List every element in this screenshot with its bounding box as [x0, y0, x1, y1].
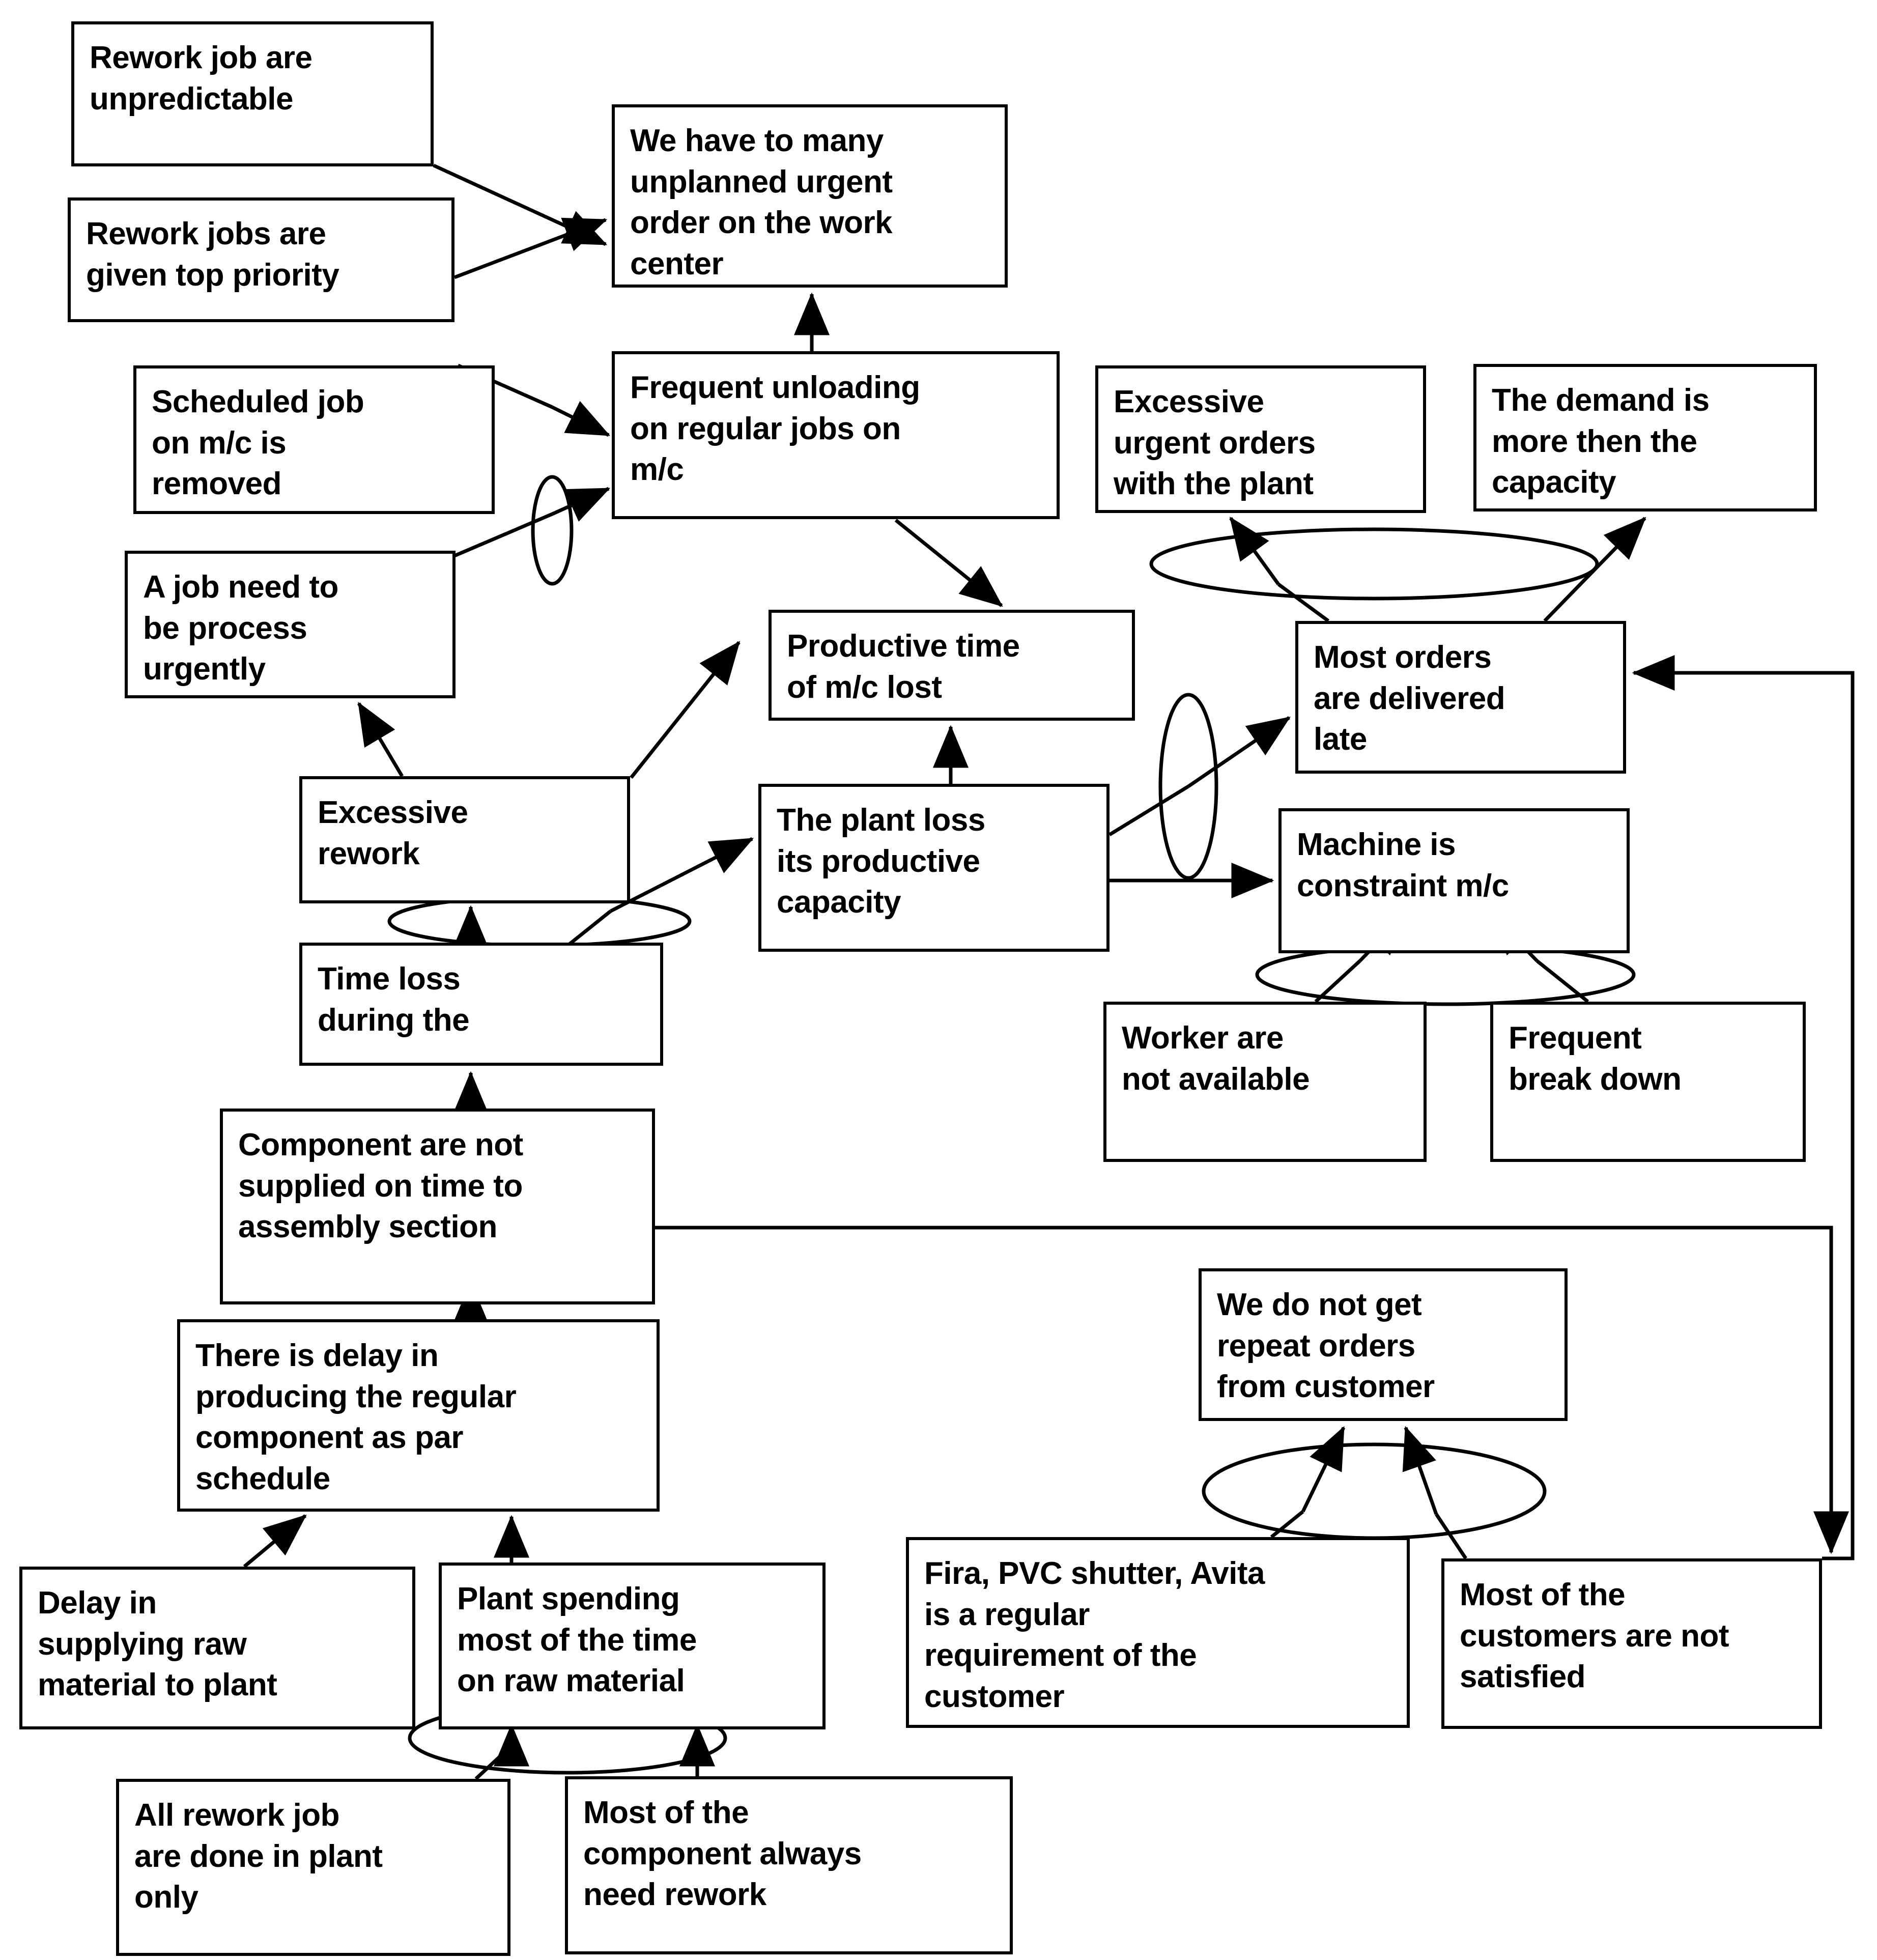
node-delay-producing-regular[interactable]: There is delay in producing the regular …	[177, 1319, 660, 1512]
edge-most-orders-to-ellipse-right	[1543, 583, 1582, 622]
edge-delay-raw-to-delay-producing	[243, 1514, 307, 1568]
edge-rework-unpredictable-to-unplanned	[433, 163, 608, 246]
node-label: Productive time of m/c lost	[787, 629, 1020, 705]
edge-excessive-rework-to-job-urgent	[357, 701, 404, 777]
node-component-not-supplied[interactable]: Component are not supplied on time to as…	[220, 1109, 655, 1304]
node-customers-not-satisfied[interactable]: Most of the customers are not satisfied	[1441, 1558, 1822, 1729]
node-scheduled-job-removed[interactable]: Scheduled job on m/c is removed	[133, 365, 495, 514]
edge-ellipse-to-plant-loss	[610, 837, 754, 913]
node-excessive-urgent-orders[interactable]: Excessive urgent orders with the plant	[1095, 365, 1426, 513]
node-excessive-rework[interactable]: Excessive rework	[299, 776, 630, 903]
node-rework-top-priority[interactable]: Rework jobs are given top priority	[68, 197, 454, 322]
node-label: Machine is constraint m/c	[1297, 827, 1509, 903]
edge-plant-loss-to-ellipse-top	[1108, 785, 1189, 836]
node-label: Worker are not available	[1122, 1020, 1310, 1097]
and-connector-unloading	[531, 475, 574, 586]
node-label: Component are not supplied on time to as…	[238, 1127, 523, 1245]
node-we-do-not-get-repeat[interactable]: We do not get repeat orders from custome…	[1199, 1268, 1568, 1421]
node-fira-pvc-shutter[interactable]: Fira, PVC shutter, Avita is a regular re…	[906, 1537, 1410, 1728]
node-frequent-unloading[interactable]: Frequent unloading on regular jobs on m/…	[612, 351, 1060, 519]
edge-ellipse-to-unloading-top	[551, 401, 611, 437]
node-label: Rework jobs are given top priority	[86, 216, 339, 293]
node-label: A job need to be process urgently	[143, 570, 338, 687]
edge-breakdown-to-ellipse	[1535, 959, 1589, 1003]
edge-ellipse-to-most-orders-late	[1187, 716, 1291, 788]
node-delay-supplying-raw[interactable]: Delay in supplying raw material to plant	[19, 1567, 415, 1729]
edge-fira-to-ellipse	[1270, 1510, 1304, 1539]
node-label: Rework job are unpredictable	[90, 40, 312, 117]
node-component-need-rework[interactable]: Most of the component always need rework	[565, 1776, 1013, 1954]
node-label: Time loss during the	[318, 961, 470, 1038]
and-connector-rework	[387, 895, 692, 948]
node-productive-time-lost[interactable]: Productive time of m/c lost	[769, 610, 1135, 721]
edge-worker-to-ellipse	[1314, 959, 1361, 1003]
node-time-loss-during[interactable]: Time loss during the	[299, 943, 663, 1066]
node-label: Delay in supplying raw material to plant	[38, 1585, 277, 1703]
node-label: We have to many unplanned urgent order o…	[630, 123, 893, 281]
node-rework-unpredictable[interactable]: Rework job are unpredictable	[71, 21, 434, 166]
node-all-rework-in-plant[interactable]: All rework job are done in plant only	[116, 1779, 510, 1956]
and-connector-repeat	[1202, 1442, 1547, 1540]
and-connector-machine	[1255, 943, 1636, 1006]
node-most-orders-late[interactable]: Most orders are delivered late	[1295, 621, 1626, 774]
node-demand-more-than-capacity[interactable]: The demand is more then the capacity	[1473, 364, 1817, 512]
node-label: There is delay in producing the regular …	[195, 1338, 517, 1496]
edge-customers-to-ellipse	[1435, 1513, 1467, 1559]
edge-all-rework-to-ellipse	[474, 1744, 513, 1780]
node-label: All rework job are done in plant only	[134, 1798, 383, 1915]
node-label: Plant spending most of the time on raw m…	[457, 1581, 697, 1699]
node-label: Most of the customers are not satisfied	[1460, 1577, 1729, 1695]
edge-rework-priority-to-unplanned	[453, 217, 608, 279]
edge-ellipse-to-demand-capacity	[1579, 517, 1646, 586]
node-job-process-urgently[interactable]: A job need to be process urgently	[125, 551, 456, 698]
node-label: Most orders are delivered late	[1314, 640, 1505, 757]
node-plant-spending-raw[interactable]: Plant spending most of the time on raw m…	[439, 1563, 826, 1729]
edge-job-urgent-to-ellipse	[453, 512, 553, 558]
and-connector-orders-mc	[1158, 693, 1218, 880]
edge-most-orders-to-ellipse-left	[1277, 583, 1330, 622]
node-label: Excessive urgent orders with the plant	[1114, 384, 1316, 502]
edge-ellipse-to-repeat-left	[1301, 1426, 1346, 1513]
node-worker-not-available[interactable]: Worker are not available	[1103, 1002, 1427, 1162]
edge-ellipse-to-unloading-bottom	[551, 487, 611, 522]
edge-unloading-to-productive-time	[894, 519, 1003, 607]
node-label: The demand is more then the capacity	[1492, 383, 1710, 500]
node-label: The plant loss its productive capacity	[777, 803, 985, 920]
edge-ellipse-to-repeat-right	[1402, 1426, 1438, 1515]
node-label: Frequent break down	[1509, 1020, 1682, 1097]
node-label: Frequent unloading on regular jobs on m/…	[630, 370, 920, 488]
node-frequent-break-down[interactable]: Frequent break down	[1490, 1002, 1806, 1162]
node-machine-is-constraint[interactable]: Machine is constraint m/c	[1278, 808, 1630, 953]
node-label: Scheduled job on m/c is removed	[152, 384, 364, 502]
node-label: Most of the component always need rework	[583, 1795, 862, 1913]
node-unplanned-urgent-orders[interactable]: We have to many unplanned urgent order o…	[612, 104, 1008, 288]
node-label: Excessive rework	[318, 795, 468, 871]
edge-ellipse-to-excessive-urgent	[1229, 517, 1280, 586]
and-connector-delivery	[1149, 527, 1599, 601]
node-label: We do not get repeat orders from custome…	[1217, 1287, 1435, 1405]
edge-excessive-rework-to-productive-time	[630, 641, 741, 779]
node-label: Fira, PVC shutter, Avita is a regular re…	[924, 1556, 1265, 1714]
node-plant-loss-capacity[interactable]: The plant loss its productive capacity	[758, 784, 1110, 952]
